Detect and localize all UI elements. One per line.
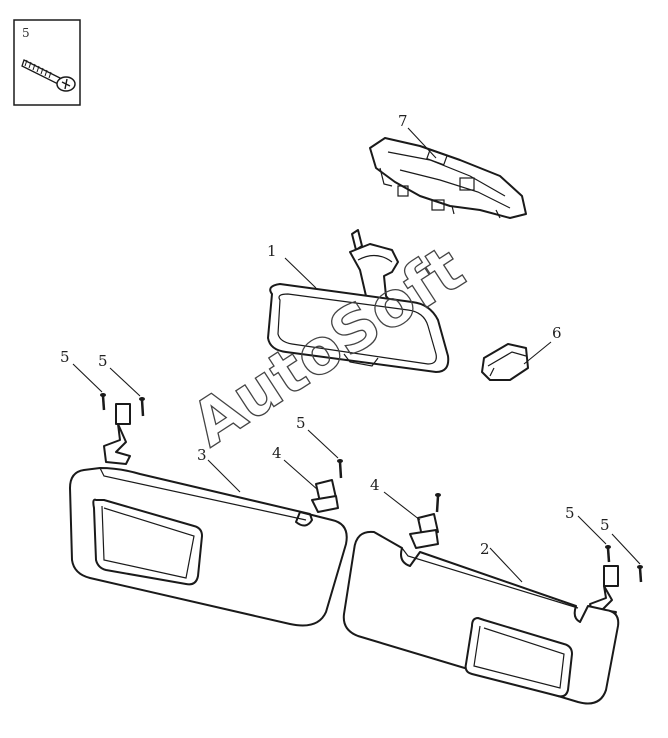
callout-cover: 6: [552, 324, 562, 342]
screw-part-a: [100, 393, 106, 411]
clip-right-part: [409, 513, 439, 549]
callout-clip-left: 4: [272, 444, 282, 462]
screw-part-c: [337, 459, 343, 479]
leader-lines: [72, 127, 641, 583]
mirror-part: [267, 229, 450, 373]
cover-part: [481, 343, 529, 381]
screw-part-e: [605, 545, 611, 563]
screw-part-b: [139, 397, 145, 417]
callout-bracket: 7: [398, 112, 408, 130]
callout-clip-right: 4: [370, 476, 380, 494]
callout-screw-c: 5: [296, 414, 306, 432]
screw-part-d: [435, 493, 441, 513]
visor-left-part: [69, 403, 348, 627]
screw-icon: [21, 59, 76, 92]
visor-right-part: [342, 530, 620, 705]
callout-visor-right: 2: [480, 540, 490, 558]
callout-screw-d: 5: [565, 504, 575, 522]
clip-left-part: [311, 479, 339, 513]
callout-numbers: 1 2 3 4 4 5 5 5 5 5 6 7: [60, 112, 610, 558]
screw-part-f: [637, 565, 643, 583]
inset-label: 5: [22, 26, 30, 40]
callout-screw-e: 5: [600, 516, 610, 534]
callout-mirror: 1: [267, 242, 277, 260]
callout-screw-a: 5: [60, 348, 70, 366]
callout-screw-b: 5: [98, 352, 108, 370]
callout-visor-left: 3: [197, 446, 207, 464]
screw-inset: 5: [13, 19, 81, 106]
bracket-part: [369, 137, 527, 219]
